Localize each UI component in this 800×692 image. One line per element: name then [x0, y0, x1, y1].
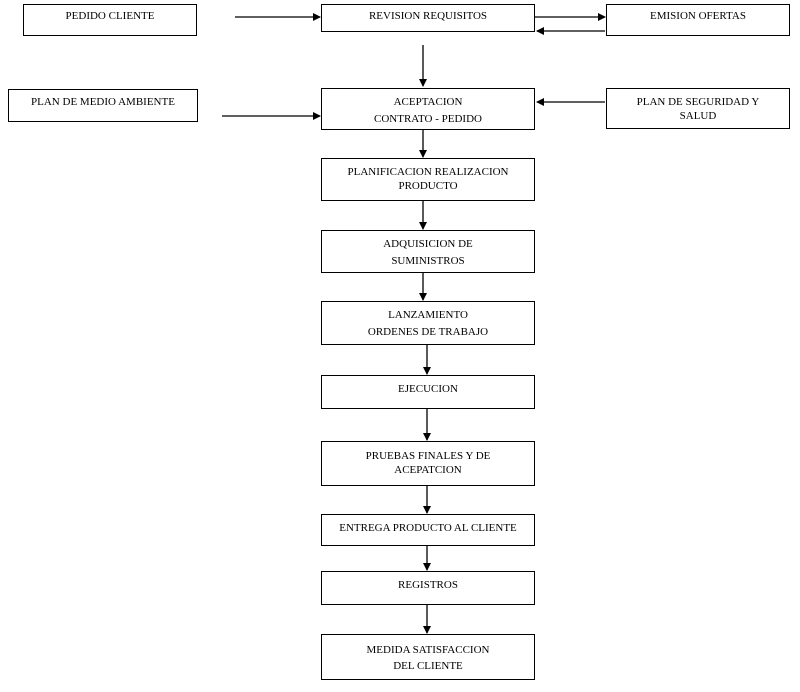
- node-label-line-1: PLAN DE SEGURIDAD Y: [636, 96, 760, 108]
- node-label-line-2: ACEPATCION: [394, 464, 462, 476]
- node-label: PEDIDO CLIENTE: [65, 10, 155, 22]
- node-label: REVISION REQUISITOS: [368, 10, 488, 22]
- node-aceptacion: ACEPTACION CONTRATO - PEDIDO: [321, 88, 535, 130]
- node-label-line-1: ADQUISICION DE: [383, 238, 473, 250]
- node-label: ENTREGA PRODUCTO AL CLIENTE: [339, 522, 517, 534]
- node-label-line-1: MEDIDA SATISFACCION: [366, 644, 490, 656]
- node-pedido-cliente: PEDIDO CLIENTE: [23, 4, 197, 36]
- node-entrega-producto: ENTREGA PRODUCTO AL CLIENTE: [321, 514, 535, 546]
- node-planificacion: PLANIFICACION REALIZACION PRODUCTO: [321, 158, 535, 201]
- node-lanzamiento: LANZAMIENTO ORDENES DE TRABAJO: [321, 301, 535, 345]
- node-label-line-1: PRUEBAS FINALES Y DE: [365, 450, 491, 462]
- node-plan-seguridad-salud: PLAN DE SEGURIDAD Y SALUD: [606, 88, 790, 129]
- node-pruebas-finales: PRUEBAS FINALES Y DE ACEPATCION: [321, 441, 535, 486]
- node-adquisicion: ADQUISICION DE SUMINISTROS: [321, 230, 535, 273]
- node-label-line-2: ORDENES DE TRABAJO: [367, 326, 489, 338]
- node-ejecucion: EJECUCION: [321, 375, 535, 409]
- node-label-line-1: PLANIFICACION REALIZACION: [347, 166, 509, 178]
- node-label: REGISTROS: [398, 579, 458, 591]
- node-registros: REGISTROS: [321, 571, 535, 605]
- node-label-line-2: PRODUCTO: [398, 180, 458, 192]
- node-label-line-2: CONTRATO - PEDIDO: [374, 113, 482, 125]
- node-label: EJECUCION: [398, 383, 458, 395]
- node-label-line-2: DEL CLIENTE: [393, 660, 463, 672]
- node-label: PLAN DE MEDIO AMBIENTE: [31, 96, 175, 108]
- node-label-line-2: SUMINISTROS: [391, 255, 465, 267]
- node-label-line-1: ACEPTACION: [393, 96, 463, 108]
- node-plan-medio-ambiente: PLAN DE MEDIO AMBIENTE: [8, 89, 198, 122]
- node-label-line-2: SALUD: [679, 110, 717, 122]
- node-label-line-1: LANZAMIENTO: [388, 309, 468, 321]
- node-medida-satisfaccion: MEDIDA SATISFACCION DEL CLIENTE: [321, 634, 535, 680]
- node-label: EMISION OFERTAS: [650, 10, 746, 22]
- node-emision-ofertas: EMISION OFERTAS: [606, 4, 790, 36]
- node-revision-requisitos: REVISION REQUISITOS: [321, 4, 535, 32]
